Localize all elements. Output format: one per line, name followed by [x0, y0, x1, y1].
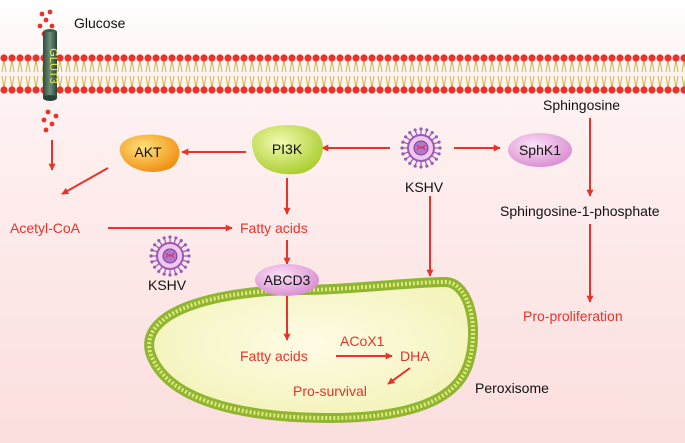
fatty-acids-inner-label: Fatty acids [240, 348, 308, 364]
fatty-acids-label: Fatty acids [240, 220, 308, 236]
glut3-transporter: GLUT3 [43, 29, 59, 101]
pi3k-protein: PI3K [252, 125, 323, 175]
cell-membrane [0, 54, 685, 94]
kshv-virus-icon [149, 235, 191, 277]
sphk1-protein: SphK1 [508, 133, 572, 167]
pathway-arrows [48, 118, 594, 385]
sphk1-label: SphK1 [519, 142, 561, 158]
dha-label: DHA [400, 348, 430, 364]
kshv-label-left: KSHV [148, 277, 187, 293]
arrow-dha-to-prosurvival [387, 367, 411, 385]
sphingosine-label: Sphingosine [543, 97, 620, 113]
akt-protein: AKT [119, 134, 180, 172]
abcd3-label: ABCD3 [264, 272, 311, 288]
glut3-label: GLUT3 [47, 48, 59, 83]
pro-survival-label: Pro-survival [293, 383, 367, 399]
abcd3-protein: ABCD3 [255, 264, 319, 296]
peroxisome-label: Peroxisome [475, 380, 549, 396]
pi3k-label: PI3K [272, 141, 303, 157]
akt-label: AKT [134, 144, 162, 160]
glucose-label: Glucose [74, 15, 126, 31]
pro-proliferation-label: Pro-proliferation [523, 308, 623, 324]
kshv-virus-icon [400, 127, 442, 169]
s1p-label: Sphingosine-1-phosphate [500, 203, 660, 219]
arrow-akt-to-acetylcoa [61, 167, 109, 195]
kshv-label-top: KSHV [405, 179, 444, 195]
acox1-label: ACoX1 [340, 333, 385, 349]
acetyl-coa-label: Acetyl-CoA [10, 220, 81, 236]
